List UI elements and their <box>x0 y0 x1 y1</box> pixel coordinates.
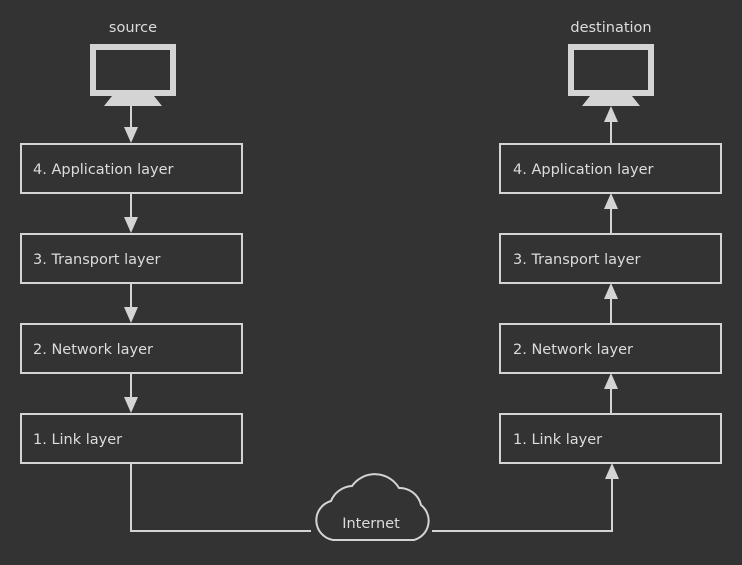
cloud-icon[interactable]: Internet <box>315 473 430 541</box>
destination-layer-label-link: 1. Link layer <box>513 432 602 448</box>
source-layer-label-network: 2. Network layer <box>33 342 153 358</box>
destination-layer-label-application: 4. Application layer <box>513 162 653 178</box>
destination-layer-label-network: 2. Network layer <box>513 342 633 358</box>
connector-source-network-to-link <box>124 373 138 413</box>
connector-source-application-to-transport <box>124 193 138 233</box>
source-layer-box-network[interactable]: 2. Network layer <box>20 323 243 374</box>
destination-layer-label-transport: 3. Transport layer <box>513 252 641 268</box>
destination-layer-box-application[interactable]: 4. Application layer <box>499 143 722 194</box>
destination-layer-box-link[interactable]: 1. Link layer <box>499 413 722 464</box>
source-layer-box-application[interactable]: 4. Application layer <box>20 143 243 194</box>
source-layer-label-application: 4. Application layer <box>33 162 173 178</box>
source-layer-box-transport[interactable]: 3. Transport layer <box>20 233 243 284</box>
source-layer-box-link[interactable]: 1. Link layer <box>20 413 243 464</box>
source-label: source <box>109 20 157 36</box>
connector-destination-transport-to-application <box>604 193 618 234</box>
cloud-label: Internet <box>342 516 400 532</box>
destination-layer-box-network[interactable]: 2. Network layer <box>499 323 722 374</box>
connector-source-link-to-internet <box>130 463 311 532</box>
monitor-icon <box>90 44 176 106</box>
source-layer-label-link: 1. Link layer <box>33 432 122 448</box>
arrowhead-internet-to-destination-link <box>605 463 619 479</box>
destination-layer-box-transport[interactable]: 3. Transport layer <box>499 233 722 284</box>
source-layer-label-transport: 3. Transport layer <box>33 252 161 268</box>
connector-destination-link-to-network <box>604 373 618 414</box>
connector-destination-network-to-transport <box>604 283 618 324</box>
destination-label: destination <box>570 20 651 36</box>
connector-source-transport-to-network <box>124 283 138 323</box>
connector-destination-application-to-monitor <box>604 106 618 144</box>
connector-internet-to-destination-link <box>432 475 613 532</box>
monitor-icon <box>568 44 654 106</box>
connector-source-monitor-to-application <box>124 104 138 143</box>
